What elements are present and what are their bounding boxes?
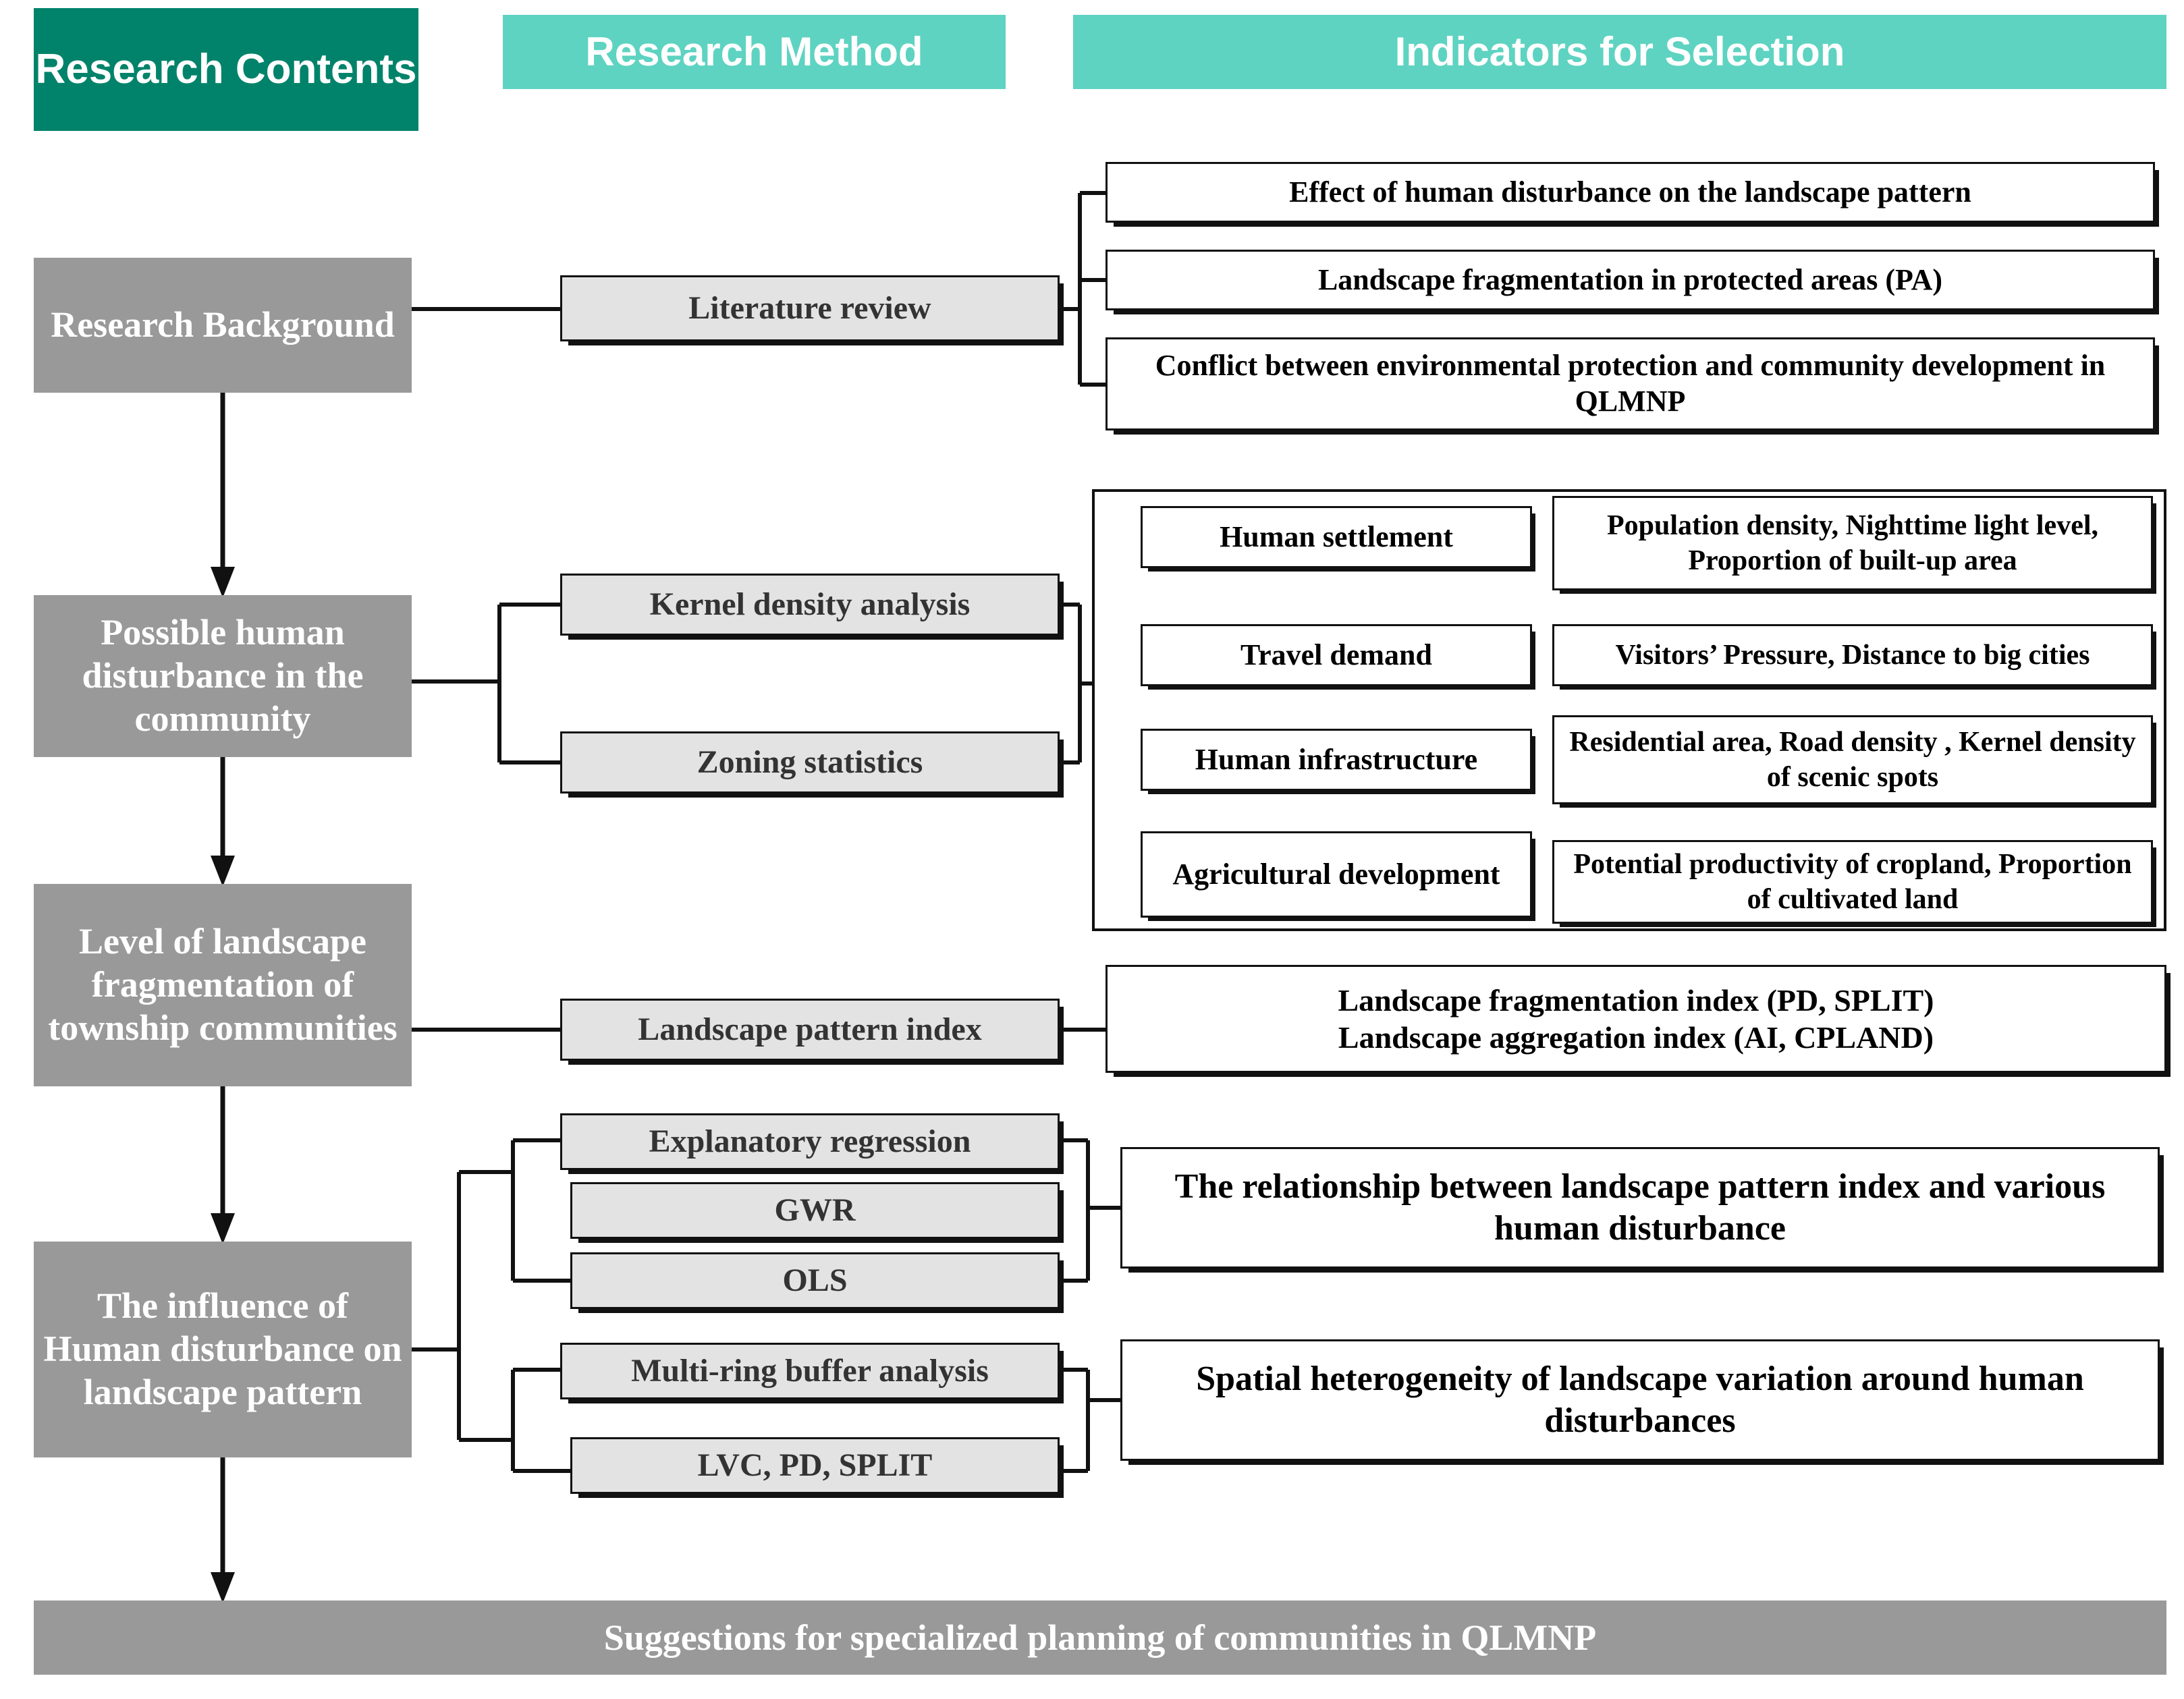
content-box-level-of-landscape-fragmentation: Level of landscape fragmentation of town… bbox=[34, 884, 412, 1086]
indicator-values-travel-demand: Visitors’ Pressure, Distance to big citi… bbox=[1552, 624, 2153, 686]
indicator-category-agricultural-development: Agricultural development bbox=[1141, 831, 1532, 918]
indicator-box-conflict-environmental-protection: Conflict between environmental protectio… bbox=[1105, 337, 2155, 430]
conclusion-bar-suggestions: Suggestions for specialized planning of … bbox=[34, 1600, 2166, 1675]
indicator-values-human-settlement: Population density, Nighttime light leve… bbox=[1552, 496, 2153, 590]
indicator-category-travel-demand: Travel demand bbox=[1141, 624, 1532, 686]
indicator-box-relationship-landscape-pattern: The relationship between landscape patte… bbox=[1120, 1147, 2160, 1269]
indicator-values-human-infrastructure: Residential area, Road density , Kernel … bbox=[1552, 715, 2153, 804]
method-box-gwr: GWR bbox=[570, 1182, 1060, 1239]
indicator-line-aggregation-index: Landscape aggregation index (AI, CPLAND) bbox=[1338, 1020, 1934, 1055]
indicator-box-spatial-heterogeneity: Spatial heterogeneity of landscape varia… bbox=[1120, 1339, 2160, 1461]
column-header-research-contents: Research Contents bbox=[34, 8, 418, 131]
indicator-box-landscape-fragmentation-pa: Landscape fragmentation in protected are… bbox=[1105, 250, 2155, 310]
content-box-research-background: Research Background bbox=[34, 258, 412, 393]
method-box-kernel-density-analysis: Kernel density analysis bbox=[560, 574, 1060, 636]
method-box-lvc-pd-split: LVC, PD, SPLIT bbox=[570, 1437, 1060, 1494]
indicator-box-effect-of-human-disturbance: Effect of human disturbance on the lands… bbox=[1105, 162, 2155, 223]
column-header-indicators-for-selection: Indicators for Selection bbox=[1073, 15, 2166, 89]
method-box-zoning-statistics: Zoning statistics bbox=[560, 731, 1060, 793]
method-box-explanatory-regression: Explanatory regression bbox=[560, 1113, 1060, 1170]
method-box-multi-ring-buffer-analysis: Multi-ring buffer analysis bbox=[560, 1343, 1060, 1399]
content-box-influence-of-human-disturbance: The influence of Human disturbance on la… bbox=[34, 1242, 412, 1457]
method-box-landscape-pattern-index: Landscape pattern index bbox=[560, 999, 1060, 1061]
content-box-possible-human-disturbance: Possible human disturbance in the commun… bbox=[34, 595, 412, 757]
indicator-line-fragmentation-index: Landscape fragmentation index (PD, SPLIT… bbox=[1338, 982, 1934, 1018]
indicator-category-human-infrastructure: Human infrastructure bbox=[1141, 729, 1532, 791]
indicator-category-human-settlement: Human settlement bbox=[1141, 506, 1532, 568]
indicator-values-agricultural-development: Potential productivity of cropland, Prop… bbox=[1552, 840, 2153, 924]
method-box-literature-review: Literature review bbox=[560, 275, 1060, 341]
indicator-box-landscape-indices: Landscape fragmentation index (PD, SPLIT… bbox=[1105, 965, 2166, 1073]
column-header-research-method: Research Method bbox=[503, 15, 1006, 89]
method-box-ols: OLS bbox=[570, 1252, 1060, 1309]
